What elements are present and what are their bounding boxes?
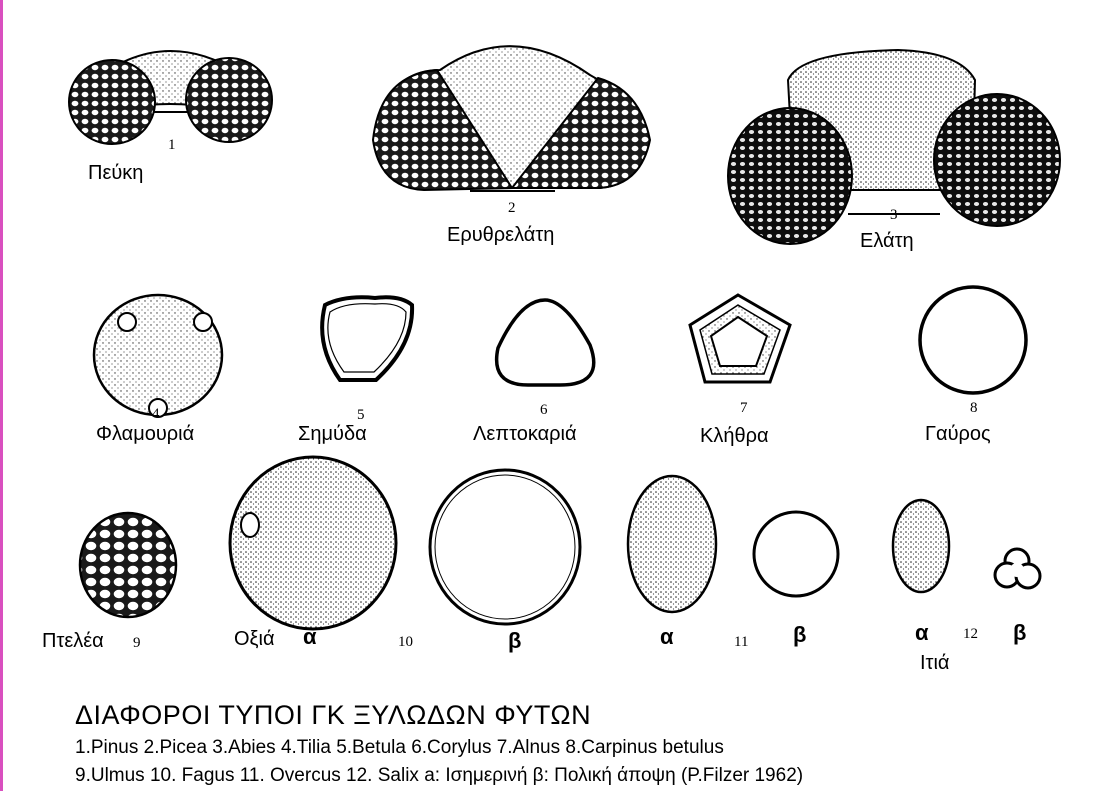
- pollen-11-equatorial: [628, 476, 716, 612]
- pollen-12-salix-polar: [995, 549, 1040, 588]
- species-name: Ιτιά: [920, 652, 949, 675]
- species-name: Φλαμουριά: [96, 423, 194, 446]
- pollen-12-salix-equatorial: [893, 500, 949, 592]
- figure-number: 5: [357, 407, 365, 424]
- figure-number: 11: [734, 634, 748, 651]
- figure-number: 10: [398, 634, 413, 651]
- pollen-4-tilia: [94, 295, 222, 417]
- pollen-6-corylus: [497, 300, 594, 385]
- species-name: Γαύρος: [925, 423, 991, 446]
- species-name: Πτελέα: [42, 630, 104, 653]
- pollen-1-pinus: [69, 51, 272, 144]
- figure-number: 1: [168, 137, 176, 154]
- caption-line-1: 1.Pinus 2.Picea 3.Abies 4.Tilia 5.Betula…: [75, 737, 724, 759]
- figure-number: 8: [970, 400, 978, 417]
- species-name: Οξιά: [234, 628, 275, 651]
- figure-number: 6: [540, 402, 548, 419]
- species-name: Κλήθρα: [700, 425, 769, 448]
- pollen-9-ulmus: [80, 513, 176, 617]
- figure-number: 7: [740, 400, 748, 417]
- view-label-equatorial: α: [303, 624, 317, 650]
- pollen-10-fagus-polar: [430, 470, 580, 624]
- pollen-10-fagus-equatorial: [230, 457, 396, 629]
- view-label-polar: β: [793, 622, 806, 648]
- pollen-5-betula: [322, 297, 412, 380]
- caption-title: ΔΙΑΦΟΡΟΙ ΤΥΠΟΙ ΓΚ ΞΥΛΩΔΩΝ ΦΥΤΩΝ: [75, 700, 591, 731]
- view-label-equatorial: α: [915, 620, 929, 646]
- pollen-8-carpinus: [920, 287, 1026, 393]
- species-name: Ελάτη: [860, 230, 914, 253]
- pollen-11-polar: [754, 512, 838, 596]
- caption-line-2: 9.Ulmus 10. Fagus 11. Overcus 12. Salix …: [75, 765, 803, 787]
- figure-number: 3: [890, 207, 898, 224]
- view-label-polar: β: [508, 628, 521, 654]
- figure-number: 4: [152, 406, 160, 423]
- pollen-7-alnus: [690, 295, 790, 382]
- species-name: Σημύδα: [298, 423, 367, 446]
- view-label-equatorial: α: [660, 624, 674, 650]
- species-name: Πεύκη: [88, 162, 143, 185]
- species-name: Λεπτοκαριά: [473, 423, 577, 446]
- figure-number: 2: [508, 200, 516, 217]
- species-name: Ερυθρελάτη: [447, 224, 554, 247]
- figure-number: 9: [133, 635, 141, 652]
- pollen-2-picea: [373, 46, 650, 191]
- view-label-polar: β: [1013, 620, 1026, 646]
- figure-number: 12: [963, 626, 978, 643]
